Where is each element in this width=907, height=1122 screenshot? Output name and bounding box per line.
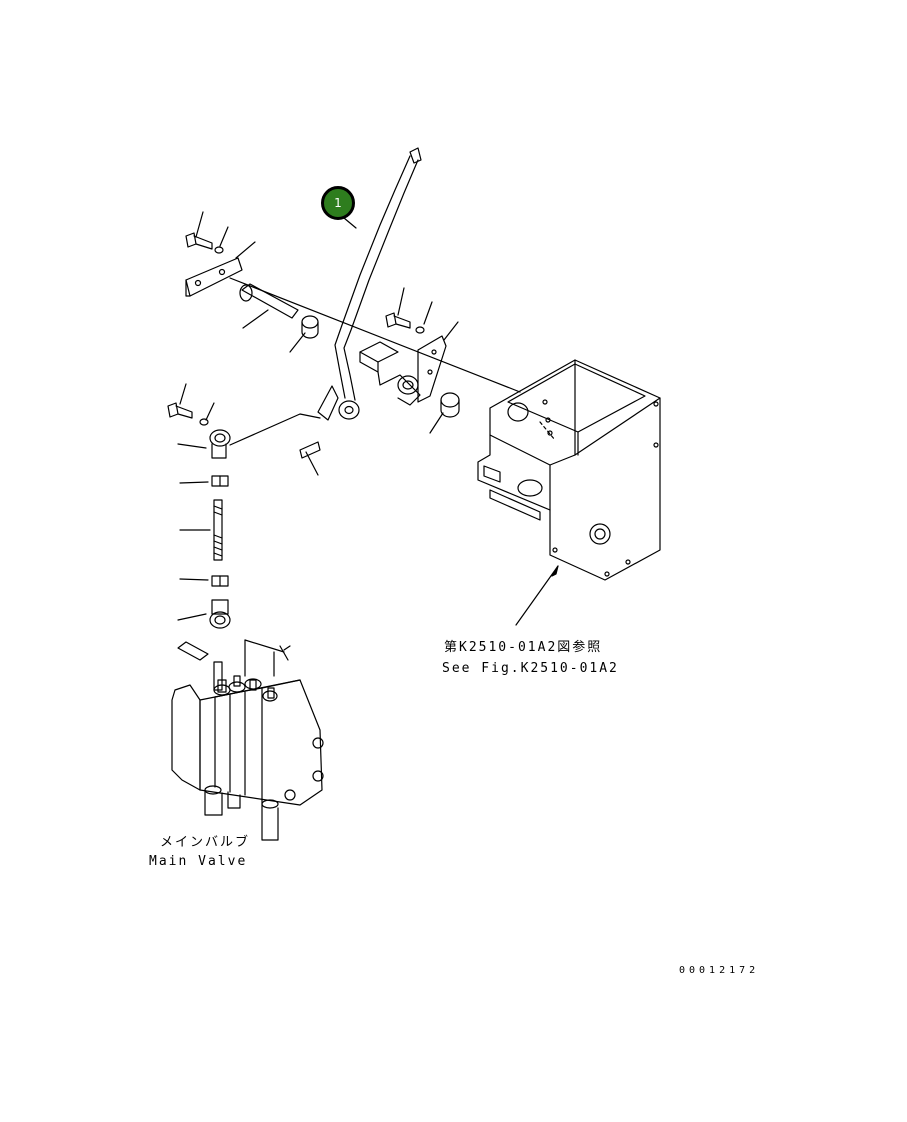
bolt-center: [385, 287, 433, 334]
bushing-right: [429, 392, 460, 434]
pin-and-cotter: [177, 639, 291, 677]
rod-end-lower: [177, 599, 231, 629]
center-mount-bracket: [359, 321, 459, 406]
shaft-axis-line: [229, 277, 521, 393]
main-valve-label-en: Main Valve: [149, 854, 248, 869]
bolt-lower-left: [167, 383, 215, 426]
main-valve-label-jp: メインバルブ: [160, 835, 251, 850]
reference-label-jp: 第K2510-01A2図参照: [444, 640, 603, 655]
rod-end-upper: [177, 429, 231, 459]
reference-label-en: See Fig.K2510-01A2: [442, 661, 619, 676]
reference-arrow: [515, 565, 559, 626]
bushing-left: [289, 315, 319, 353]
nut-upper: [179, 475, 229, 487]
threaded-rod: [179, 499, 223, 561]
part-callout-1[interactable]: 1: [321, 186, 355, 220]
control-box-housing: [477, 359, 661, 581]
document-number: 00012172: [679, 965, 760, 976]
lower-arm-link: [229, 413, 321, 476]
upper-left-bracket: [185, 241, 256, 297]
bolt-upper-left: [185, 211, 229, 254]
nut-lower: [179, 575, 229, 587]
control-lever: [317, 147, 422, 421]
main-valve: [171, 661, 324, 841]
pivot-shaft: [239, 283, 299, 329]
